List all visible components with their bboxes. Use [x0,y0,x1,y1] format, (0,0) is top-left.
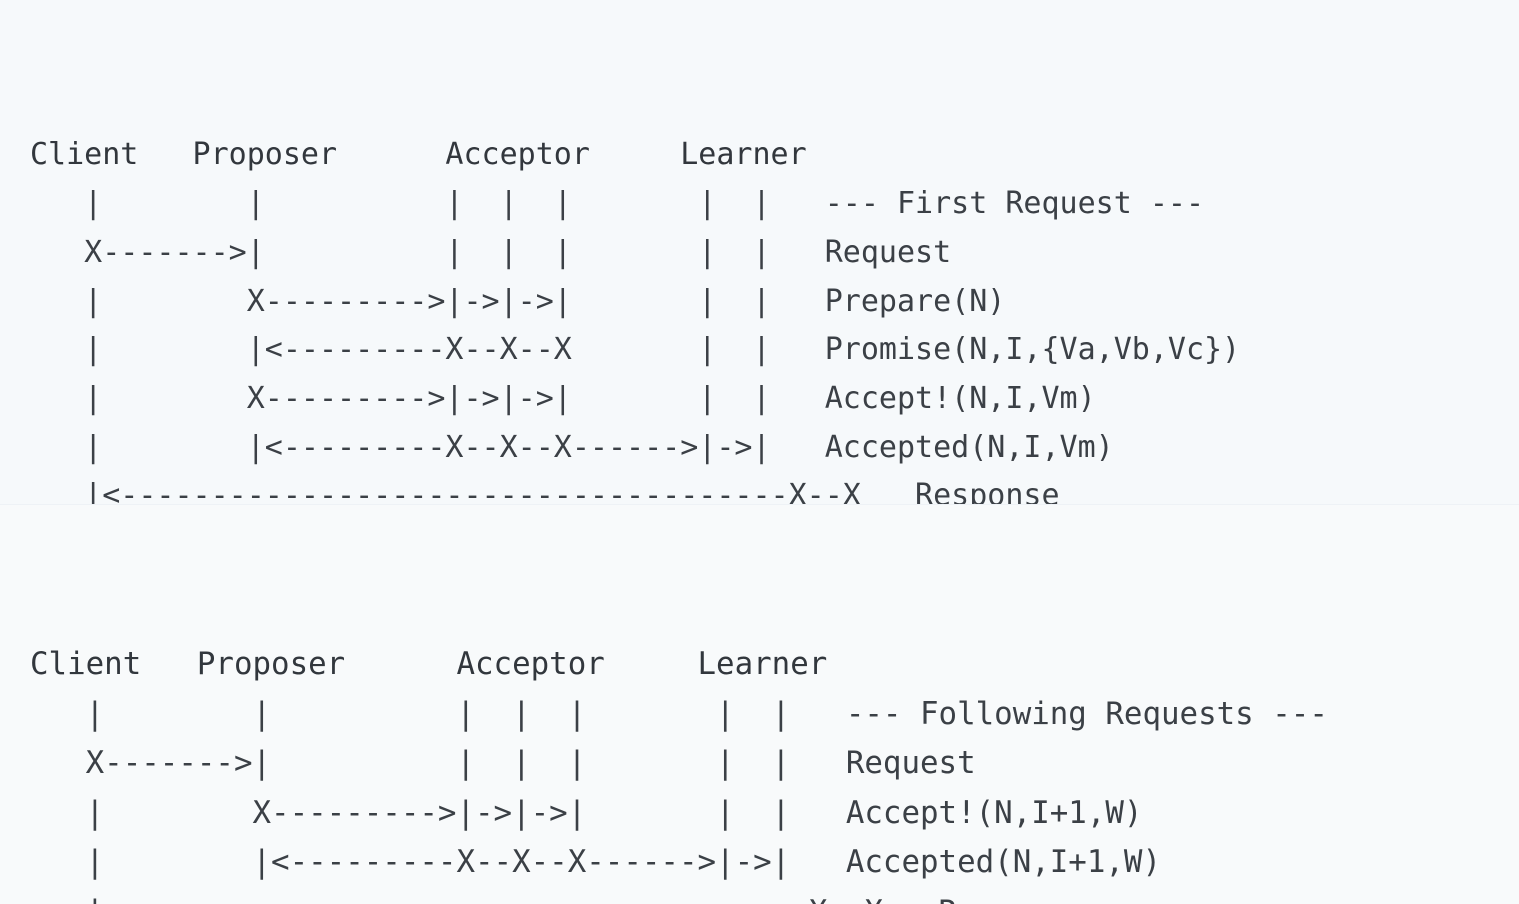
ascii-row-phase-label-second: | | | | | | | --- Following Requests --- [30,695,1328,732]
ascii-row-prepare: | X--------->|->|->| | | Prepare(N) [30,283,1006,319]
ascii-art-following-requests: Client Proposer Acceptor Learner | | | |… [30,640,1519,904]
ascii-row-phase-label-first: | | | | | | | --- First Request --- [30,186,1204,222]
ascii-art-first-request: Client Proposer Acceptor Learner | | | |… [30,131,1519,505]
ascii-row-promise: | |<---------X--X--X | | Promise(N,I,{Va… [30,332,1241,368]
ascii-row-accepted: | |<---------X--X--X------>|->| Accepted… [30,429,1114,465]
ascii-row-accept: | X--------->|->|->| | | Accept!(N,I,Vm) [30,380,1096,416]
actor-header-row-first: Client Proposer Acceptor Learner [30,137,807,173]
ascii-row-request-first: X------->| | | | | | Request [30,234,952,270]
actor-header-row-second: Client Proposer Acceptor Learner [30,646,828,682]
ascii-row-request-second: X------->| | | | | | Request [30,745,976,781]
ascii-row-accepted-plus-one: | |<---------X--X--X------>|->| Accepted… [30,844,1162,880]
ascii-row-response-first: |<-------------------------------------X… [30,478,1060,505]
diagram-block-following-requests: Client Proposer Acceptor Learner | | | |… [0,505,1519,904]
diagram-block-first-request: Client Proposer Acceptor Learner | | | |… [30,131,1519,505]
ascii-row-response-second: |<-------------------------------------X… [30,888,1519,904]
ascii-row-accept-plus-one: | X--------->|->|->| | | Accept!(N,I+1,W… [30,794,1143,831]
